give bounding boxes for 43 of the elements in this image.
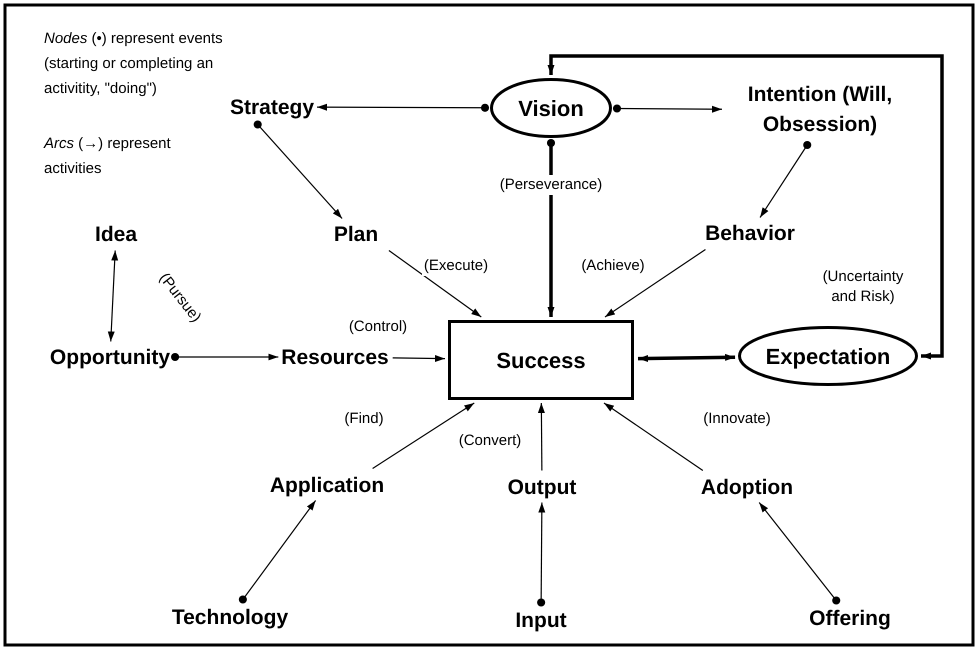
arrow [171,352,278,362]
arrow [760,140,812,218]
arrow [388,250,482,318]
node-label: Behavior [705,220,795,246]
arrow [604,402,704,471]
edge-label: (Innovate) [701,409,773,429]
arrow [538,403,545,470]
ellipse-node: Expectation [738,326,918,386]
ellipse-node: Vision [490,78,612,138]
node-label: Adoption [700,474,794,500]
arrow [372,402,475,469]
edge-label: (Control) [346,317,410,337]
node-label: Resources [281,344,389,370]
arrow [537,502,546,607]
edge-label: (Achieve) [579,256,647,276]
arrow [108,250,118,342]
node-label: Application [270,472,384,498]
arrow [546,138,556,317]
arrow [548,54,944,360]
legend-note: Arcs (→) represent activities [44,134,172,179]
arrow [317,104,490,112]
edge-label: (Perseverance) [498,175,604,195]
arrow [254,120,343,219]
node-label: Intention (Will, Obsession) [725,80,915,140]
arrow [638,354,736,362]
node-label: Strategy [230,94,314,120]
arrow [238,500,316,604]
legend-note: Nodes (•) represent events (starting or completing an activitity, "doing") [44,29,224,99]
edge-label: (Find) [342,409,386,429]
arrow [758,502,840,605]
node-label: Idea [94,222,138,246]
edge-label: (Execute) [422,256,490,276]
node-label: Input [515,608,567,632]
arrow [392,354,445,362]
node-label: Offering [809,606,891,630]
box-node: Success [448,320,634,400]
node-label: Output [508,474,576,500]
node-label: Technology [172,604,288,630]
arrow [612,104,722,113]
edge-label: (Convert) [456,431,524,451]
node-label: Opportunity [50,344,170,370]
node-label: Plan [334,222,378,246]
arrow [604,249,706,318]
